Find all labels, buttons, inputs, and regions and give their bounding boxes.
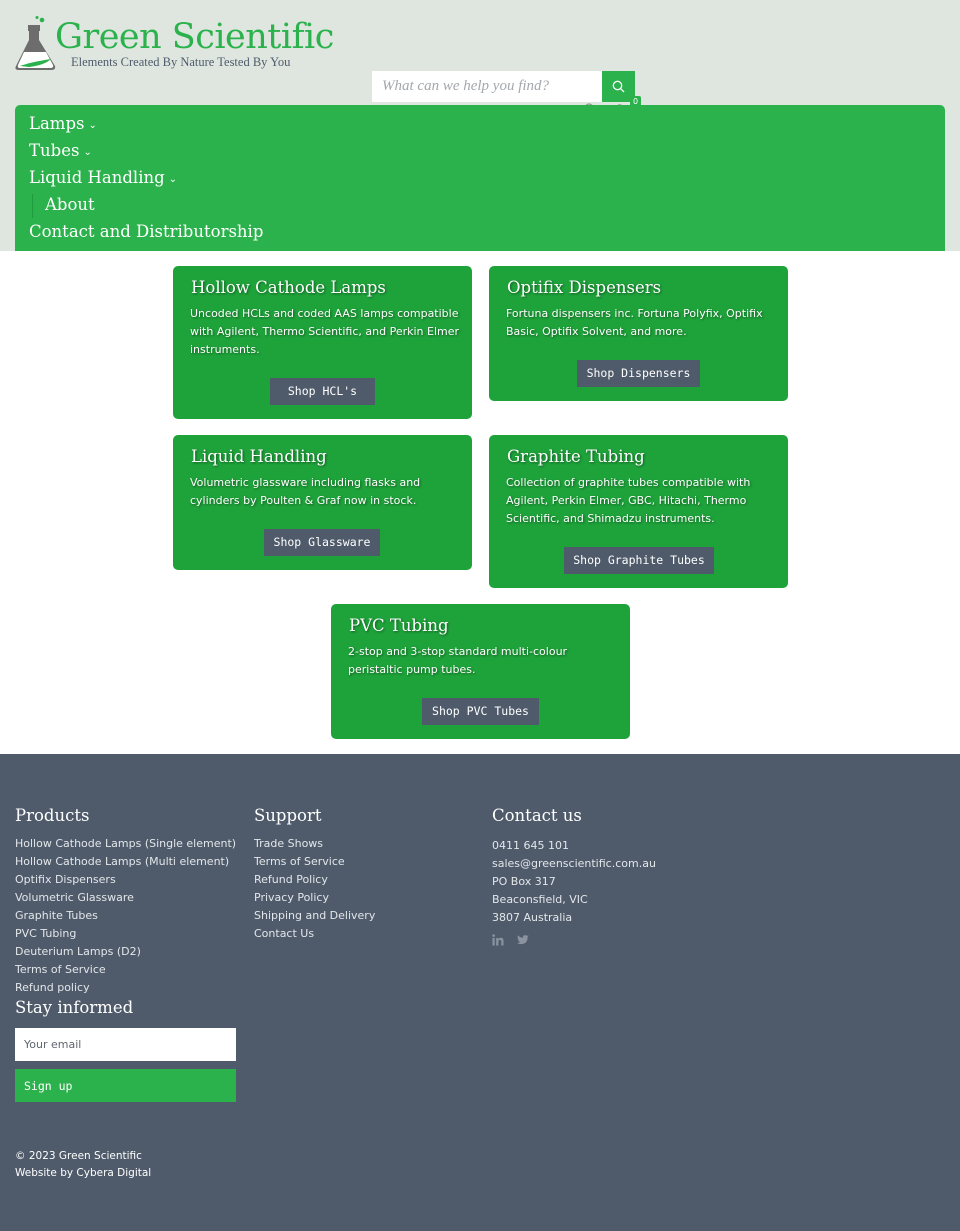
brand-name: Green Scientific	[55, 17, 334, 57]
search-icon	[612, 80, 625, 93]
sign-up-button[interactable]: Sign up	[15, 1069, 236, 1102]
shop-hcls-button[interactable]: Shop HCL's	[270, 378, 375, 405]
footer-link[interactable]: Terms of Service	[15, 963, 106, 976]
nav-item-label: Tubes	[29, 141, 80, 160]
nav-divider	[32, 194, 33, 218]
site-header: Green Scientific Elements Created By Nat…	[0, 0, 960, 251]
chevron-down-icon: ⌄	[88, 120, 97, 131]
copyright-prefix: © 2023	[15, 1150, 59, 1162]
cart-count-badge: 0	[630, 96, 641, 107]
footer-products-list: Hollow Cathode Lamps (Single element) Ho…	[15, 835, 236, 997]
brand-tagline: Elements Created By Nature Tested By You	[71, 55, 291, 69]
nav-item-tubes[interactable]: Tubes⌄	[29, 141, 92, 164]
footer-contact-heading: Contact us	[492, 806, 582, 825]
nav-item-lamps[interactable]: Lamps⌄	[29, 114, 97, 137]
contact-phone[interactable]: 0411 645 101	[492, 839, 569, 852]
chevron-down-icon: ⌄	[168, 174, 178, 185]
footer-contact-list: 0411 645 101 sales@greenscientific.com.a…	[492, 837, 656, 927]
email-field[interactable]	[15, 1028, 236, 1061]
footer-support-list: Trade Shows Terms of Service Refund Poli…	[254, 835, 375, 943]
site-credit[interactable]: Website by Cybera Digital	[15, 1167, 152, 1179]
contact-email[interactable]: sales@greenscientific.com.au	[492, 857, 656, 870]
shop-dispensers-button[interactable]: Shop Dispensers	[577, 360, 700, 387]
nav-item-liquid-handling[interactable]: Liquid Handling⌄	[29, 168, 177, 191]
shop-graphite-tubes-button[interactable]: Shop Graphite Tubes	[564, 547, 714, 574]
search-button[interactable]	[602, 71, 635, 102]
footer-link[interactable]: Refund policy	[15, 981, 90, 994]
search-input[interactable]	[372, 71, 602, 102]
footer-link[interactable]: Graphite Tubes	[15, 909, 98, 922]
nav-item-label: Lamps	[29, 114, 85, 133]
card-title: PVC Tubing	[349, 616, 449, 635]
footer-link[interactable]: Hollow Cathode Lamps (Multi element)	[15, 855, 230, 868]
card-description: Volumetric glassware including flasks an…	[190, 476, 421, 507]
footer-link[interactable]: Shipping and Delivery	[254, 909, 376, 922]
footer-link[interactable]: Volumetric Glassware	[15, 891, 134, 904]
nav-item-about[interactable]: About	[45, 195, 95, 214]
card-pvc-tubing: PVC Tubing 2-stop and 3-stop standard mu…	[331, 604, 630, 739]
card-title: Hollow Cathode Lamps	[191, 278, 386, 297]
footer-link[interactable]: PVC Tubing	[15, 927, 77, 940]
shop-glassware-button[interactable]: Shop Glassware	[264, 529, 380, 556]
card-title: Liquid Handling	[191, 447, 327, 466]
contact-address-line: 3807 Australia	[492, 911, 573, 924]
card-description: Collection of graphite tubes compatible …	[506, 476, 751, 525]
newsletter-heading: Stay informed	[15, 998, 134, 1017]
card-optifix-dispensers: Optifix Dispensers Fortuna dispensers in…	[489, 266, 788, 401]
footer-link[interactable]: Deuterium Lamps (D2)	[15, 945, 141, 958]
card-description: 2-stop and 3-stop standard multi-colour …	[348, 645, 568, 676]
footer-link[interactable]: Terms of Service	[254, 855, 345, 868]
nav-item-label: Liquid Handling	[29, 168, 165, 187]
footer-products-heading: Products	[15, 806, 90, 825]
logo[interactable]: Green Scientific Elements Created By Nat…	[15, 14, 334, 72]
copyright: © 2023 Green Scientific	[15, 1150, 142, 1162]
card-title: Graphite Tubing	[507, 447, 645, 466]
shop-pvc-tubes-button[interactable]: Shop PVC Tubes	[422, 698, 539, 725]
card-graphite-tubing: Graphite Tubing Collection of graphite t…	[489, 435, 788, 588]
contact-address-line: Beaconsfield, VIC	[492, 893, 588, 906]
card-liquid-handling: Liquid Handling Volumetric glassware inc…	[173, 435, 472, 570]
footer-link[interactable]: Trade Shows	[254, 837, 324, 850]
footer-link[interactable]: Optifix Dispensers	[15, 873, 116, 886]
footer-link[interactable]: Refund Policy	[254, 873, 328, 886]
twitter-icon[interactable]	[517, 934, 529, 946]
chevron-down-icon: ⌄	[83, 147, 92, 158]
footer-support-heading: Support	[254, 806, 322, 825]
footer-link[interactable]: Contact Us	[254, 927, 315, 940]
linkedin-icon[interactable]	[492, 934, 504, 946]
search-bar	[372, 71, 635, 102]
site-footer: Products Hollow Cathode Lamps (Single el…	[0, 754, 960, 1231]
contact-address-line: PO Box 317	[492, 875, 556, 888]
card-description: Fortuna dispensers inc. Fortuna Polyfix,…	[506, 307, 763, 338]
main-nav: Lamps⌄ Tubes⌄ Liquid Handling⌄ About Con…	[15, 105, 945, 251]
card-description: Uncoded HCLs and coded AAS lamps compati…	[190, 307, 460, 356]
nav-item-contact[interactable]: Contact and Distributorship	[29, 222, 264, 241]
card-hollow-cathode-lamps: Hollow Cathode Lamps Uncoded HCLs and co…	[173, 266, 472, 419]
card-title: Optifix Dispensers	[507, 278, 662, 297]
footer-link[interactable]: Hollow Cathode Lamps (Single element)	[15, 837, 237, 850]
flask-icon	[15, 16, 56, 70]
footer-link[interactable]: Privacy Policy	[254, 891, 329, 904]
copyright-brand-link[interactable]: Green Scientific	[58, 1150, 142, 1162]
